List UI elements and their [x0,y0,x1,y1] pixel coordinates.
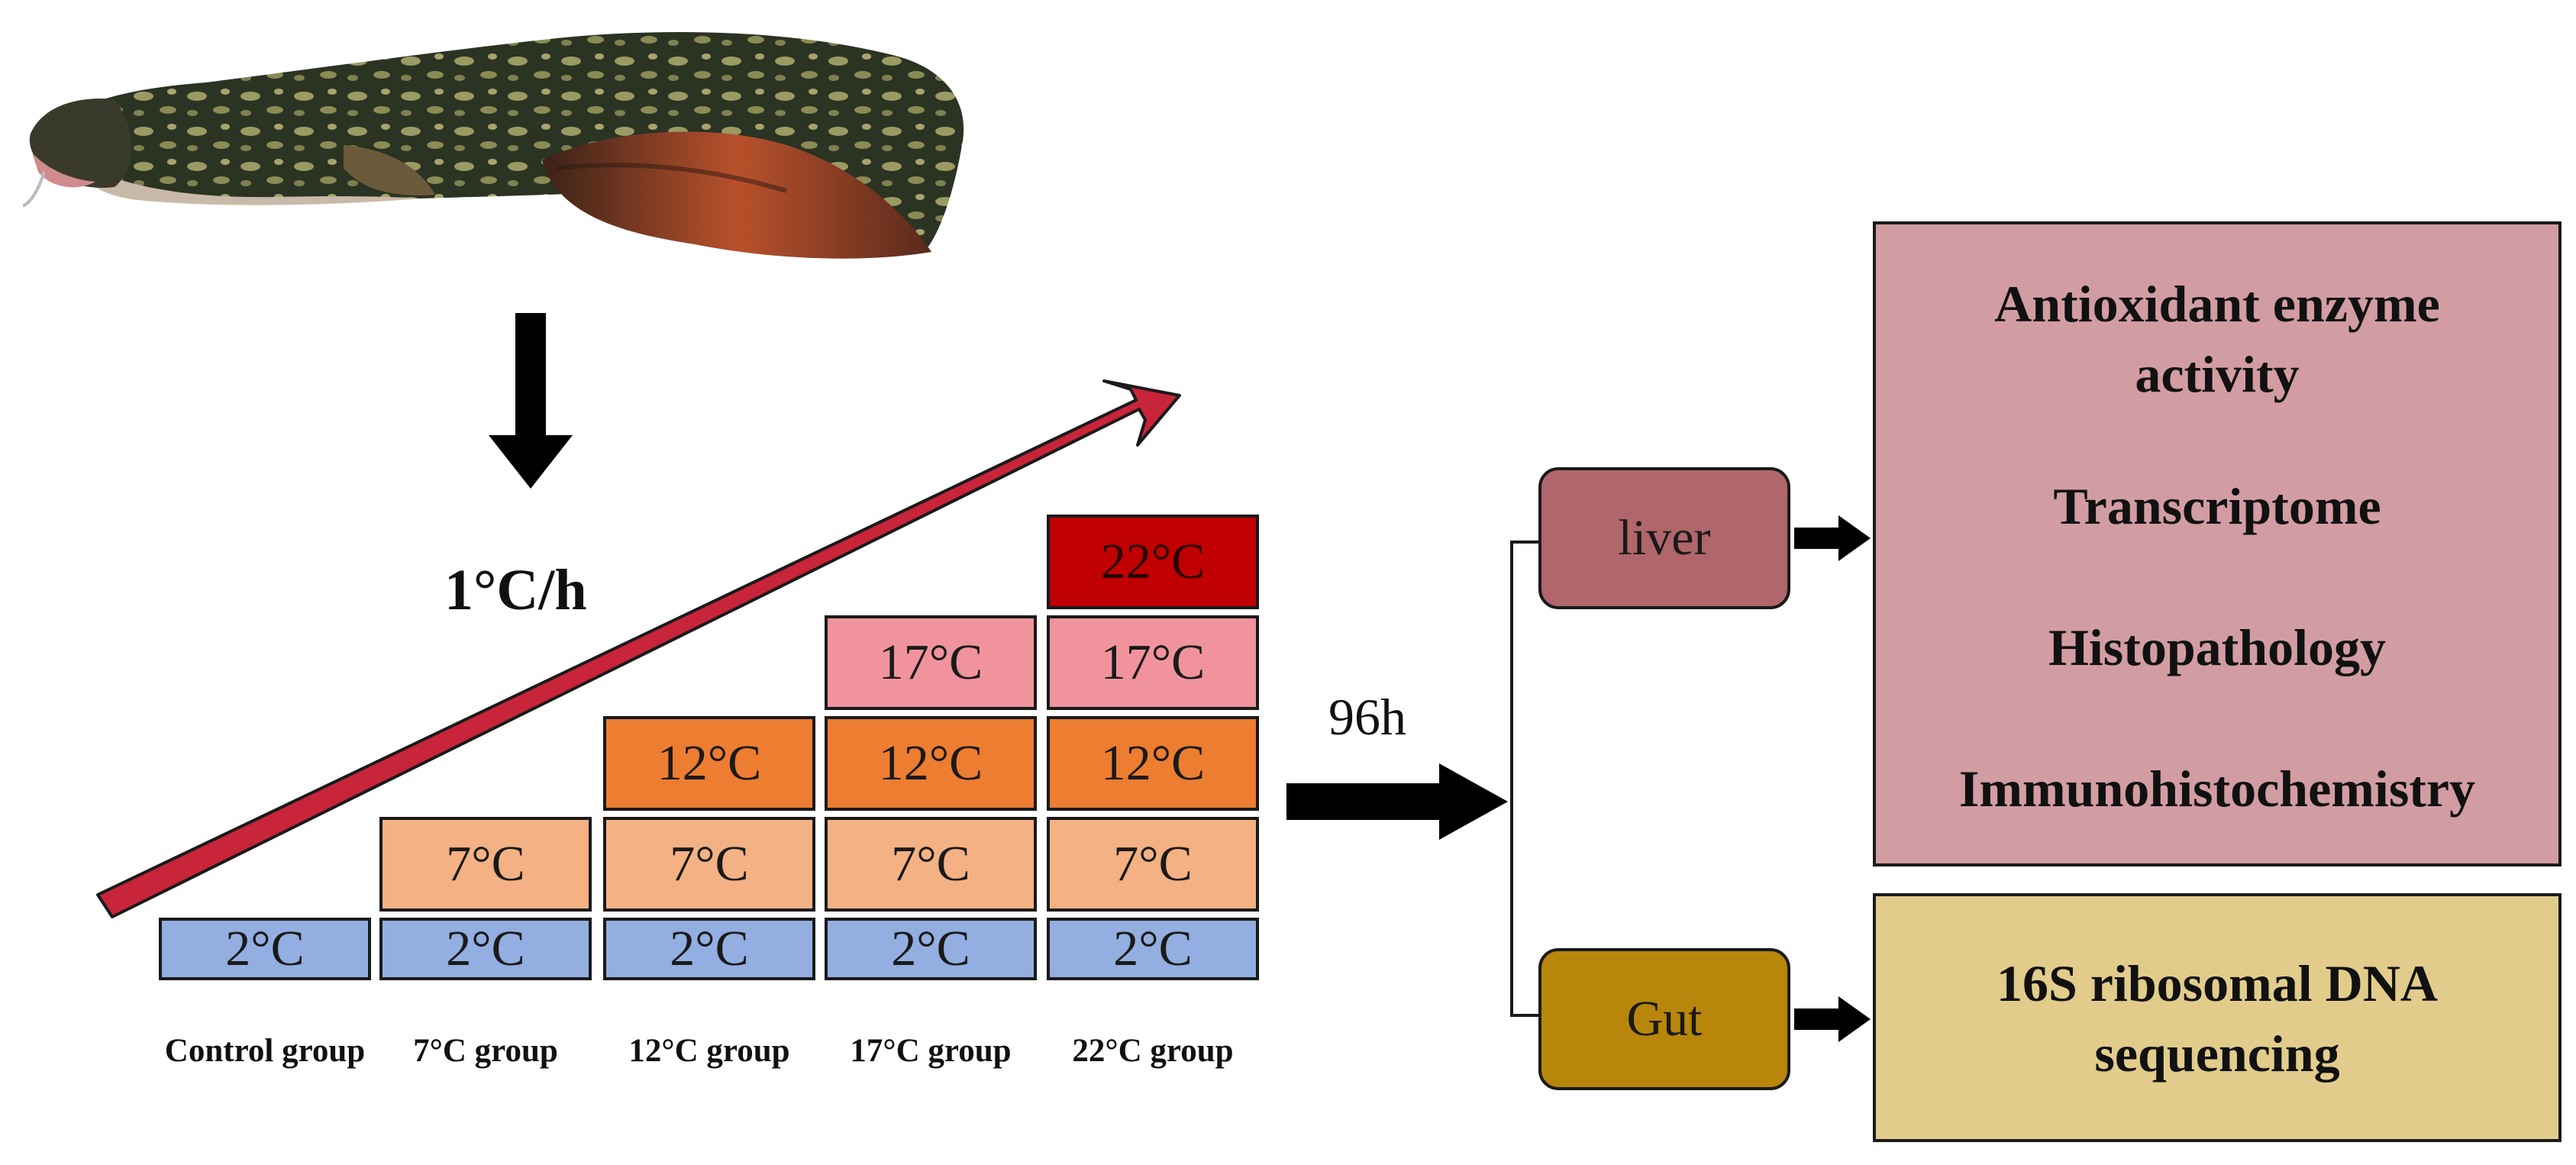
liver-analyses-panel: Antioxidant enzyme activity Transcriptom… [1873,221,2561,866]
gut-arrow-icon [1794,996,1871,1042]
gut-label: Gut [1626,991,1703,1047]
bracket [1510,541,1541,1017]
group-label: 17°C group [850,1033,1012,1069]
right-arrow-icon [1286,763,1508,840]
analysis-16s: 16S ribosomal DNA sequencing [1996,954,2439,1083]
liver-label: liver [1618,510,1711,566]
liver-arrow-icon [1794,515,1871,561]
analysis-immunohistochemistry: Immunohistochemistry [1958,760,2476,818]
analysis-histopathology: Histopathology [2048,618,2387,676]
temp-box: 2°C [159,918,371,980]
rate-label: 1°C/h [444,558,587,622]
temp-box: 7°C [379,817,592,912]
temp-box: 7°C [603,817,815,912]
group-label: 7°C group [413,1033,558,1069]
temp-box: 12°C [1047,716,1259,811]
group-label: 12°C group [628,1033,790,1069]
temp-box: 22°C [1047,515,1259,609]
duration-label: 96h [1328,688,1406,746]
temp-box: 17°C [825,615,1037,710]
temp-box: 12°C [603,716,815,811]
temp-box: 2°C [379,918,592,980]
temp-box: 17°C [1047,615,1259,710]
temp-box: 2°C [1047,918,1259,980]
temp-box: 7°C [1047,817,1259,912]
down-arrow-icon [489,313,573,489]
temp-box: 7°C [825,817,1037,912]
group-label: 22°C group [1072,1033,1234,1069]
analysis-transcriptome: Transcriptome [2053,477,2381,535]
group-label: Control group [164,1033,366,1069]
fish-photo [23,32,964,259]
gut-analyses-panel: 16S ribosomal DNA sequencing [1873,893,2561,1142]
temp-box: 12°C [825,716,1037,811]
liver-box: liver [1538,467,1790,609]
temp-box: 2°C [603,918,815,980]
gut-box: Gut [1538,948,1790,1090]
analysis-antioxidant: Antioxidant enzyme activity [1994,275,2440,403]
temp-box: 2°C [825,918,1037,980]
